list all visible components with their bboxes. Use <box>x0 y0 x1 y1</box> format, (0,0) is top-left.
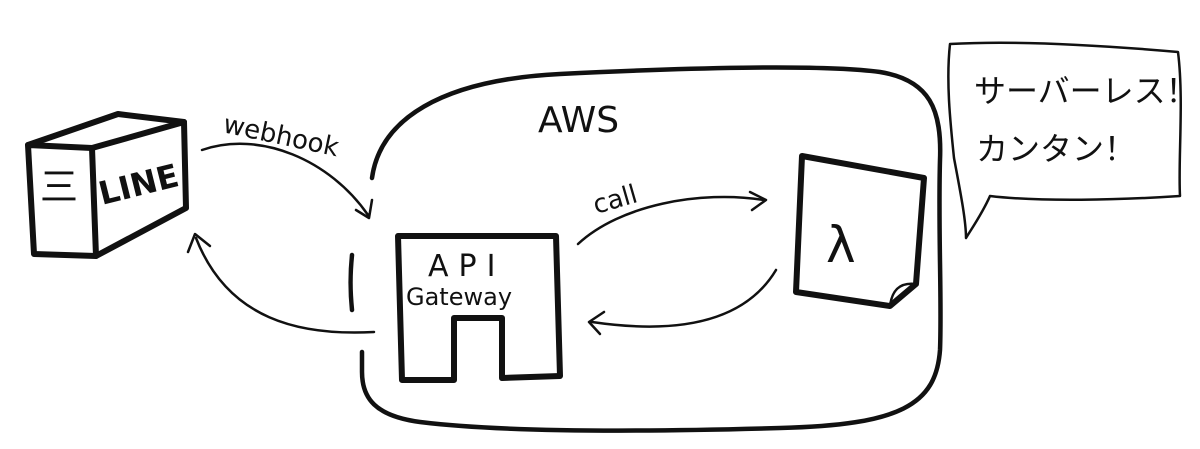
aws-label: AWS <box>538 100 619 141</box>
line-server: 三 LINE <box>25 111 189 259</box>
line-server-side <box>89 119 189 259</box>
webhook-arrow <box>200 142 370 217</box>
response-to-line-arrow-head <box>186 232 212 254</box>
call-arrow <box>576 195 766 246</box>
call-arrow-head <box>748 190 768 212</box>
response-to-api-arrow-head <box>587 310 606 336</box>
speech-bubble-outline <box>947 41 1182 240</box>
webhook-arrow-head <box>354 198 374 220</box>
api-gateway-outline <box>395 233 563 383</box>
lambda-function-outline <box>793 153 927 309</box>
api-gateway-title: API <box>428 249 505 284</box>
webhook-label: webhook <box>221 110 342 164</box>
aws-boundary-segment <box>348 252 355 313</box>
api-gateway-subtitle: Gateway <box>406 283 512 311</box>
lambda-function-fold <box>888 282 918 308</box>
line-server-top <box>25 111 187 148</box>
response-to-api-arrow <box>590 268 778 328</box>
lambda-function: λ <box>793 153 927 309</box>
lambda-icon: λ <box>826 216 856 274</box>
speech-text-line1: サーバーレス！ <box>974 72 1198 110</box>
call-label: call <box>590 180 641 221</box>
line-label: LINE <box>95 156 183 212</box>
api-gateway: API Gateway <box>395 233 563 383</box>
speech-text-line2: カンタン！ <box>976 130 1136 168</box>
speech-bubble: サーバーレス！ カンタン！ <box>947 41 1198 240</box>
aws-boundary <box>359 65 943 433</box>
response-to-line-arrow <box>194 236 376 334</box>
line-logo-icon: 三 <box>40 165 78 209</box>
